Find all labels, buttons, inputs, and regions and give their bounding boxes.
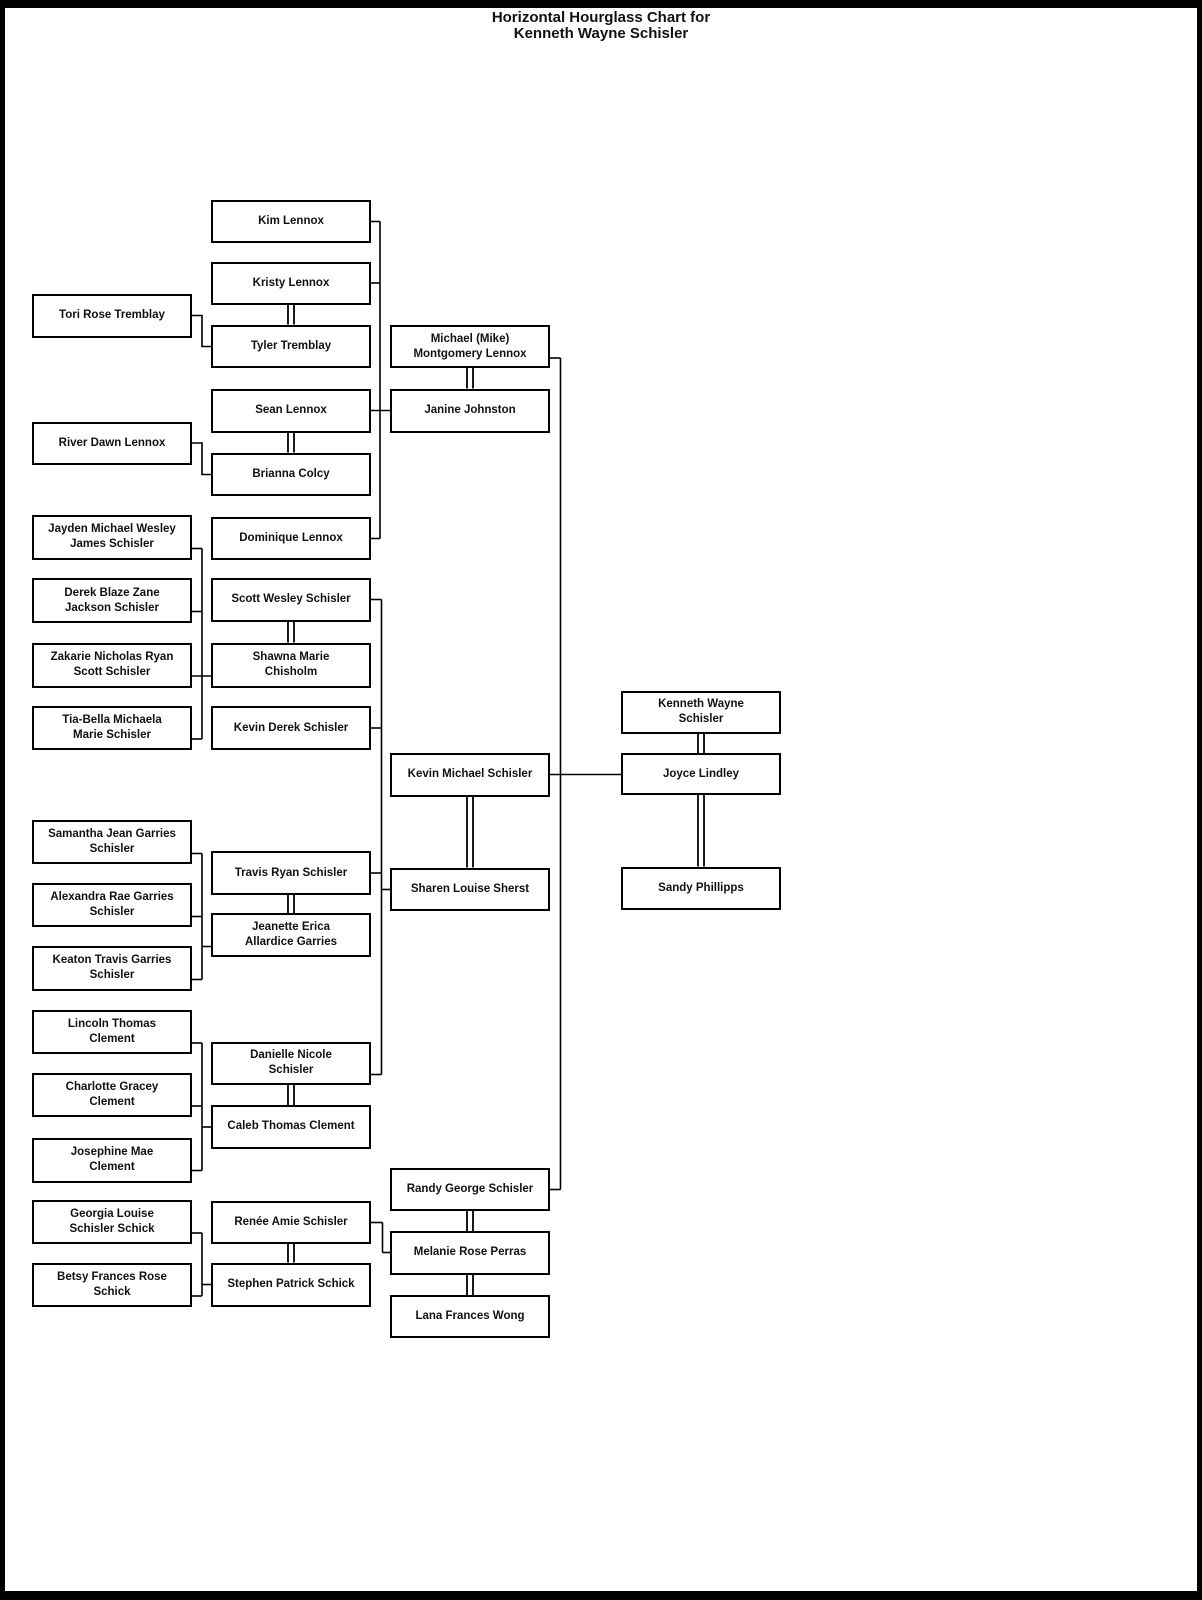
child-connector-line [192, 314, 211, 348]
person-box-tia-bella-michaela-marie-schisler: Tia-Bella Michaela Marie Schisler [32, 706, 192, 750]
person-box-sharen-louise-sherst: Sharen Louise Sherst [390, 867, 550, 911]
person-box-brianna-colcy: Brianna Colcy [211, 452, 371, 496]
chart-sheet [5, 8, 1197, 1591]
person-box-scott-wesley-schisler: Scott Wesley Schisler [211, 577, 371, 622]
person-box-rene-e-amie-schisler: Renée Amie Schisler [211, 1201, 371, 1244]
person-box-keaton-travis-garries-schisler: Keaton Travis Garries Schisler [32, 946, 192, 991]
person-box-michael-mike-montgomery-lennox: Michael (Mike) Montgomery Lennox [390, 325, 550, 368]
person-box-georgia-louise-schisler-schick: Georgia Louise Schisler Schick [32, 1200, 192, 1244]
person-box-lincoln-thomas-clement: Lincoln Thomas Clement [32, 1010, 192, 1054]
person-box-josephine-mae-clement: Josephine Mae Clement [32, 1137, 192, 1183]
person-box-randy-george-schisler: Randy George Schisler [390, 1168, 550, 1211]
person-box-jayden-michael-wesley-james-schisler: Jayden Michael Wesley James Schisler [32, 515, 192, 560]
person-box-sean-lennox: Sean Lennox [211, 388, 371, 433]
person-box-kevin-michael-schisler: Kevin Michael Schisler [390, 753, 550, 797]
person-box-janine-johnston: Janine Johnston [390, 388, 550, 433]
person-box-travis-ryan-schisler: Travis Ryan Schisler [211, 851, 371, 895]
chart-title-line1: Horizontal Hourglass Chart for [491, 9, 711, 26]
person-box-alexandra-rae-garries-schisler: Alexandra Rae Garries Schisler [32, 883, 192, 927]
person-box-kim-lennox: Kim Lennox [211, 200, 371, 243]
person-box-danielle-nicole-schisler: Danielle Nicole Schisler [211, 1041, 371, 1085]
person-box-melanie-rose-perras: Melanie Rose Perras [390, 1231, 550, 1275]
person-box-derek-blaze-zane-jackson-schisler: Derek Blaze Zane Jackson Schisler [32, 578, 192, 623]
person-box-tori-rose-tremblay: Tori Rose Tremblay [32, 294, 192, 338]
person-box-jeanette-erica-allardice-garries: Jeanette Erica Allardice Garries [211, 913, 371, 957]
child-connector-line [192, 442, 211, 476]
person-box-shawna-marie-chisholm: Shawna Marie Chisholm [211, 642, 371, 688]
person-box-lana-frances-wong: Lana Frances Wong [390, 1295, 550, 1338]
chart-title-line2: Kenneth Wayne Schisler [513, 25, 689, 42]
person-box-zakarie-nicholas-ryan-scott-schisler: Zakarie Nicholas Ryan Scott Schisler [32, 642, 192, 688]
person-box-kristy-lennox: Kristy Lennox [211, 261, 371, 305]
person-box-caleb-thomas-clement: Caleb Thomas Clement [211, 1105, 371, 1149]
person-box-kenneth-wayne-schisler: Kenneth Wayne Schisler [621, 690, 781, 734]
person-box-sandy-phillipps: Sandy Phillipps [621, 866, 781, 910]
person-box-stephen-patrick-schick: Stephen Patrick Schick [211, 1262, 371, 1307]
person-box-betsy-frances-rose-schick: Betsy Frances Rose Schick [32, 1262, 192, 1307]
person-box-river-dawn-lennox: River Dawn Lennox [32, 421, 192, 465]
person-box-joyce-lindley: Joyce Lindley [621, 753, 781, 795]
person-box-charlotte-gracey-clement: Charlotte Gracey Clement [32, 1072, 192, 1117]
person-box-tyler-tremblay: Tyler Tremblay [211, 324, 371, 368]
person-box-kevin-derek-schisler: Kevin Derek Schisler [211, 706, 371, 750]
chart-title: Horizontal Hourglass Chart for Kenneth W… [0, 10, 1202, 42]
person-box-samantha-jean-garries-schisler: Samantha Jean Garries Schisler [32, 820, 192, 864]
person-box-dominique-lennox: Dominique Lennox [211, 516, 371, 560]
